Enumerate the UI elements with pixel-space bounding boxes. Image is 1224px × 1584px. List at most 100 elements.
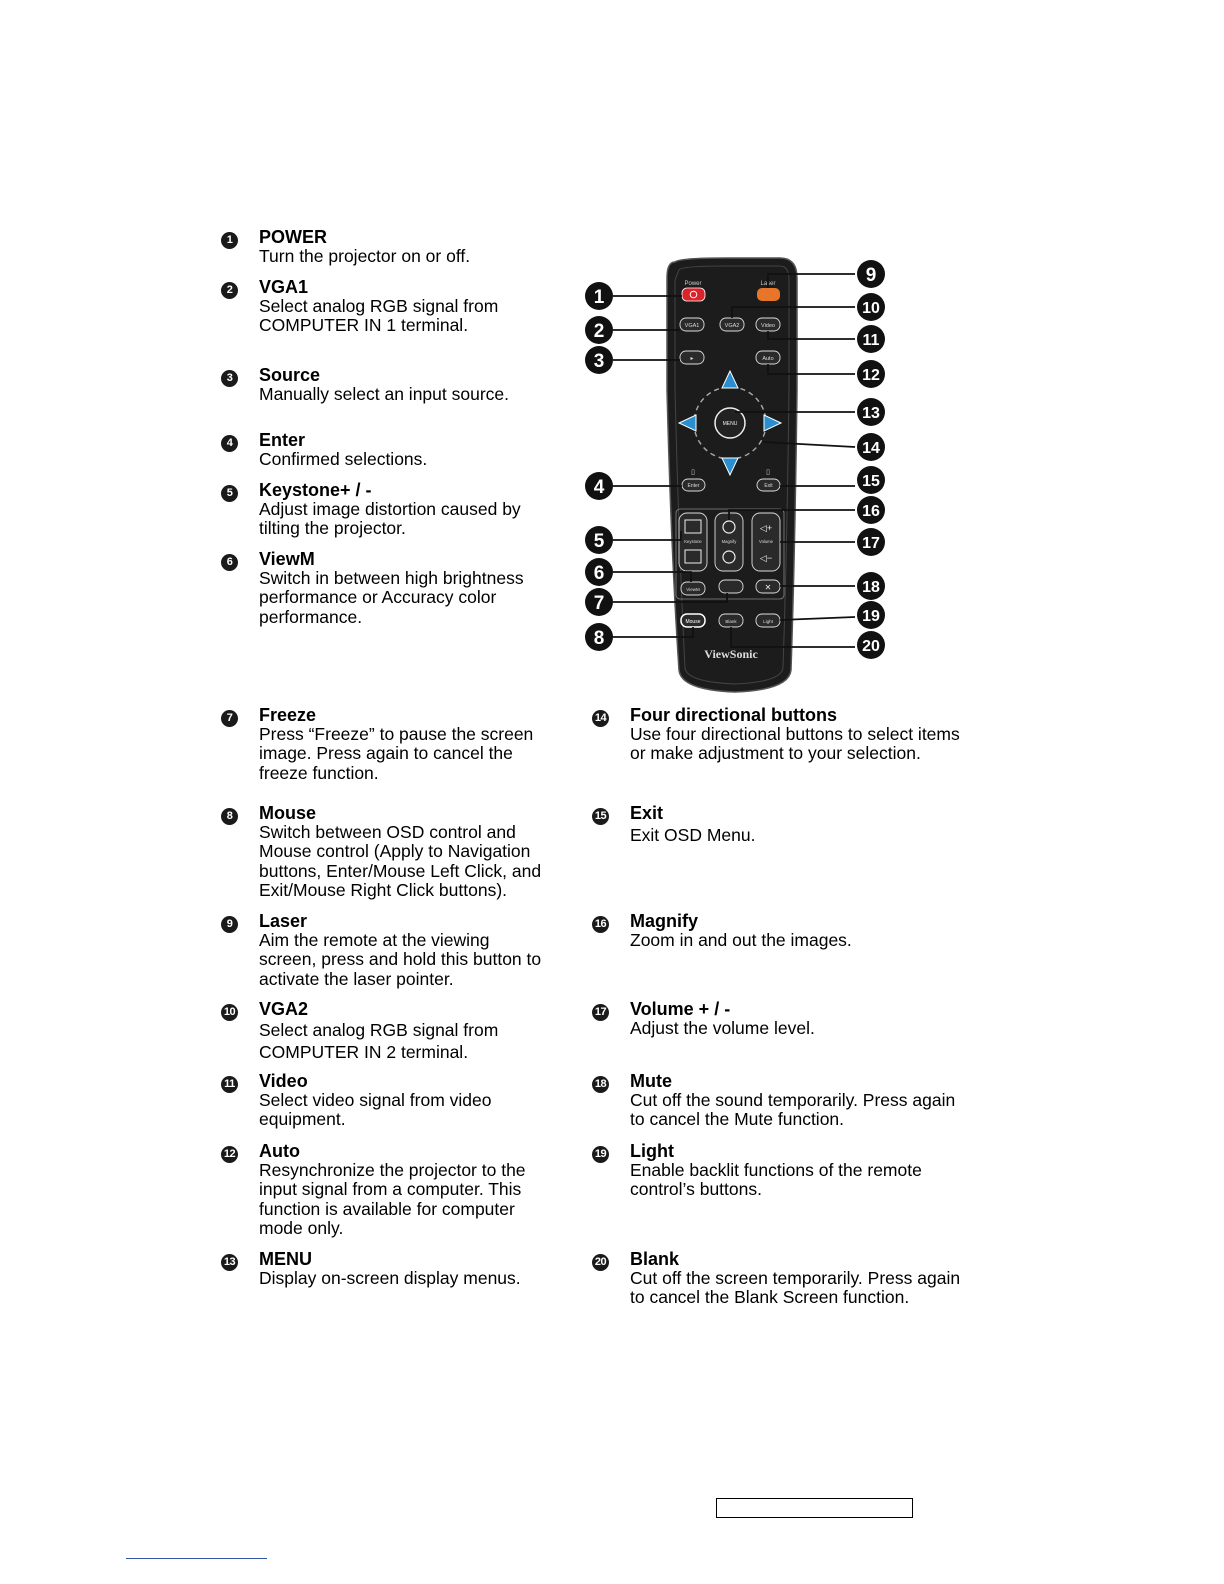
item-blank: 20 Blank Cut off the screen temporarily.… <box>592 1250 960 1308</box>
callout-20: 20 <box>862 638 880 655</box>
callout-number: 3 <box>221 370 238 387</box>
item-title: Four directional buttons <box>630 705 837 725</box>
callout-number: 6 <box>221 554 238 571</box>
keystone-rocker <box>678 512 708 572</box>
callout-number: 1 <box>221 232 238 249</box>
mouse-right-icon: ▯ <box>766 469 770 476</box>
item-title: Laser <box>259 911 308 931</box>
callout-13: 13 <box>862 405 880 422</box>
item-laser: 9 Laser Aim the remote at the viewing sc… <box>221 911 542 989</box>
laser-button <box>757 288 780 301</box>
svg-text:Enter: Enter <box>688 483 700 489</box>
item-exit: 15 Exit Exit OSD Menu. <box>592 804 756 845</box>
callout-number: 13 <box>221 1254 238 1271</box>
callout-8: 8 <box>594 628 605 649</box>
item-title: Mouse <box>259 803 317 823</box>
item-keystone: 5 Keystone+ / - Adjust image distortion … <box>221 480 521 539</box>
item-title: Video <box>259 1071 308 1091</box>
callout-3: 3 <box>594 351 605 372</box>
callout-number: 5 <box>221 485 238 502</box>
callout-12: 12 <box>862 367 880 384</box>
callout-15: 15 <box>862 473 880 490</box>
item-title: Freeze <box>259 705 317 725</box>
callout-number: 18 <box>592 1076 609 1093</box>
item-title: Auto <box>259 1141 300 1161</box>
item-desc: Resynchronize the projector to the input… <box>259 1160 526 1239</box>
item-mouse: 8 Mouse Switch between OSD control and M… <box>221 803 542 901</box>
exit-button <box>756 478 781 492</box>
item-desc: Exit OSD Menu. <box>630 825 756 845</box>
item-vga1: 2 VGA1 Select analog RGB signal from COM… <box>221 277 499 336</box>
item-title: Source <box>259 365 321 385</box>
item-volume: 17 Volume + / - Adjust the volume level. <box>592 999 815 1038</box>
item-title: VGA1 <box>259 277 309 297</box>
item-desc: Cut off the sound temporarily. Press aga… <box>630 1090 956 1130</box>
item-freeze: 7 Freeze Press “Freeze” to pause the scr… <box>221 705 534 783</box>
svg-text:Light: Light <box>763 619 774 624</box>
item-magnify: 16 Magnify Zoom in and out the images. <box>592 911 852 950</box>
callout-10: 10 <box>862 300 880 317</box>
item-title: Volume + / - <box>630 999 731 1019</box>
item-enter: 4 Enter Confirmed selections. <box>221 430 428 469</box>
remote-svg: Power Laser VGA1 VGA2 Video ▸ Auto MENU … <box>585 257 885 693</box>
item-desc: Switch between OSD control and Mouse con… <box>259 822 542 901</box>
source-icon: ▸ <box>690 356 693 362</box>
callout-17: 17 <box>862 535 880 552</box>
volume-down-icon: ◁− <box>760 553 772 563</box>
vga1-button <box>679 317 705 332</box>
item-desc: Adjust the volume level. <box>630 1018 815 1038</box>
item-vga2: 10 VGA2 Select analog RGB signal from CO… <box>221 999 499 1063</box>
item-desc: Confirmed selections. <box>259 449 428 469</box>
item-desc: Switch in between high brightness perfor… <box>259 568 524 627</box>
svg-text:Mouse: Mouse <box>685 619 700 625</box>
item-title: Enter <box>259 430 306 450</box>
remote-control-illustration: Power Laser VGA1 VGA2 Video ▸ Auto MENU … <box>575 250 895 700</box>
item-title: Magnify <box>630 911 699 931</box>
svg-text:Auto: Auto <box>762 356 773 362</box>
callout-14: 14 <box>862 440 880 457</box>
item-source: 3 Source Manually select an input source… <box>221 365 509 404</box>
item-title: Mute <box>630 1071 672 1091</box>
menu-button <box>714 407 746 439</box>
item-title: VGA2 <box>259 999 309 1019</box>
item-title: MENU <box>259 1249 312 1269</box>
svg-text:Keystone: Keystone <box>684 539 702 544</box>
callout-number: 15 <box>592 808 609 825</box>
svg-text:VGA2: VGA2 <box>725 323 740 329</box>
callout-number: 8 <box>221 808 238 825</box>
item-desc: Aim the remote at the viewing screen, pr… <box>259 930 542 989</box>
callout-number: 4 <box>221 435 238 452</box>
item-desc: Adjust image distortion caused by tiltin… <box>259 499 521 539</box>
footer-box <box>716 1498 913 1518</box>
callout-number: 2 <box>221 282 238 299</box>
item-title: Light <box>630 1141 674 1161</box>
footer-rule <box>126 1558 267 1559</box>
item-menu: 13 MENU Display on-screen display menus. <box>221 1249 521 1288</box>
svg-text:VGA1: VGA1 <box>685 323 700 329</box>
item-viewm: 6 ViewM Switch in between high brightnes… <box>221 550 524 627</box>
item-desc: Manually select an input source. <box>259 384 509 404</box>
left-arrow-icon <box>677 414 697 432</box>
callout-9: 9 <box>866 265 877 286</box>
svg-text:MENU: MENU <box>723 421 738 427</box>
source-button <box>679 350 705 365</box>
mute-icon: ✕ <box>765 583 772 592</box>
item-desc: Select analog RGB signal from COMPUTER I… <box>259 1020 499 1062</box>
callout-19: 19 <box>862 608 880 625</box>
svg-text:Video: Video <box>761 323 775 329</box>
mouse-left-icon: ▯ <box>691 469 695 476</box>
callout-18: 18 <box>862 579 880 596</box>
item-desc: Use four directional buttons to select i… <box>630 724 960 764</box>
item-desc: Select analog RGB signal from COMPUTER I… <box>259 296 499 336</box>
item-title: Keystone+ / - <box>259 480 372 500</box>
callout-number: 14 <box>592 710 609 727</box>
callout-number: 20 <box>592 1254 609 1271</box>
zoom-out-icon <box>722 550 736 564</box>
freeze-button <box>718 579 744 594</box>
item-desc: Press “Freeze” to pause the screen image… <box>259 724 534 783</box>
item-directional: 14 Four directional buttons Use four dir… <box>592 705 960 764</box>
brand-logo: ViewSonic <box>704 647 758 661</box>
callout-lines <box>613 273 856 648</box>
callout-number: 16 <box>592 916 609 933</box>
svg-text:Blank: Blank <box>725 619 737 624</box>
